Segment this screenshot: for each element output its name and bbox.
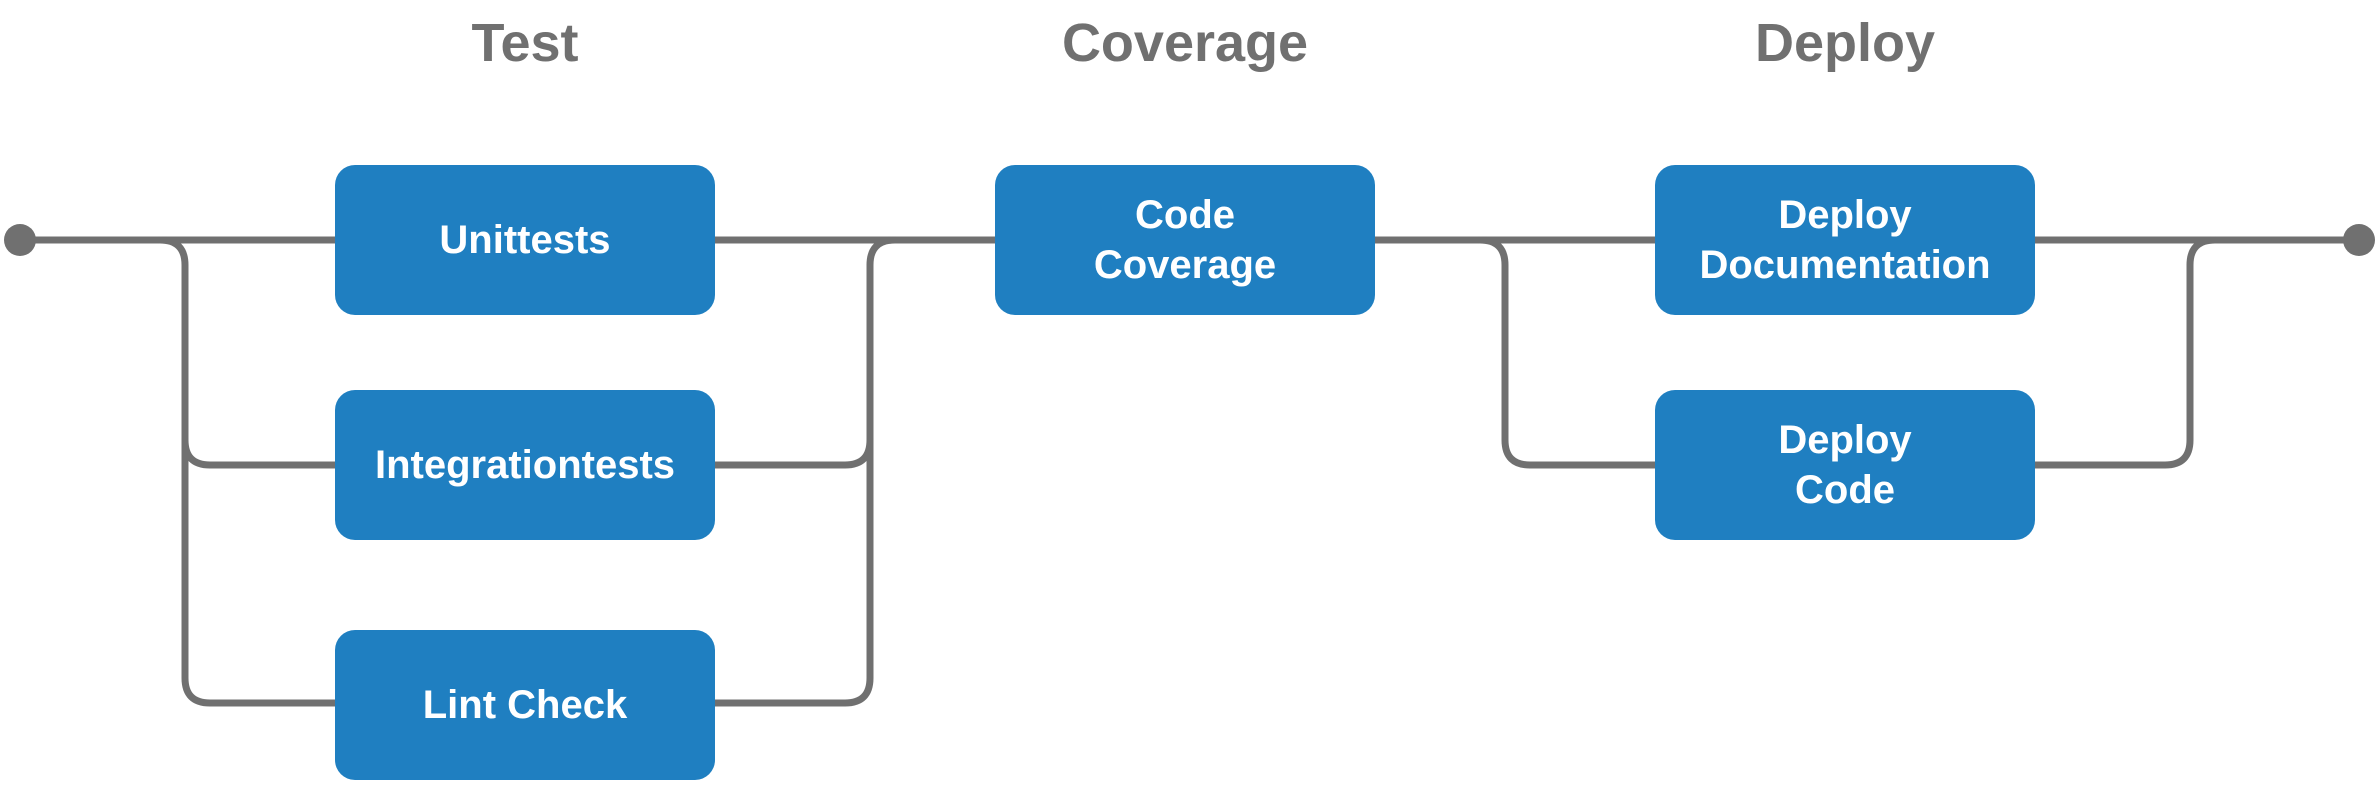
job-code-coverage[interactable]: Code Coverage — [995, 165, 1375, 315]
job-label-line-1: Deploy — [1778, 418, 1912, 462]
pipeline-start-node — [4, 224, 36, 256]
job-label-line-1: Code — [1135, 193, 1235, 237]
connector-lint-check-merge — [711, 436, 874, 707]
connector-split-to-deploy-code — [1476, 236, 1659, 469]
stage-title-test: Test — [471, 13, 579, 73]
connector-deploy-code-merge — [2031, 236, 2219, 469]
job-integrationtests[interactable]: Integrationtests — [335, 390, 715, 540]
job-lint-check[interactable]: Lint Check — [335, 630, 715, 780]
job-label-line-2: Code — [1795, 468, 1895, 512]
connector-integrationtests-merge — [711, 236, 899, 469]
job-deploy-documentation[interactable]: Deploy Documentation — [1655, 165, 2035, 315]
connector-split-to-lint-check — [181, 436, 339, 707]
pipeline-end-node — [2343, 224, 2375, 256]
job-label-line-2: Documentation — [1699, 243, 1991, 287]
job-deploy-code[interactable]: Deploy Code — [1655, 390, 2035, 540]
job-unittests[interactable]: Unittests — [335, 165, 715, 315]
stage-title-coverage: Coverage — [1061, 13, 1309, 73]
connector-split-to-integrationtests — [156, 236, 339, 469]
job-label-line-2: Coverage — [1093, 243, 1277, 287]
job-label: Integrationtests — [374, 443, 676, 487]
job-label: Unittests — [439, 218, 611, 262]
job-label-line-1: Deploy — [1778, 193, 1912, 237]
job-label: Lint Check — [422, 683, 628, 727]
stage-title-deploy: Deploy — [1754, 13, 1936, 73]
